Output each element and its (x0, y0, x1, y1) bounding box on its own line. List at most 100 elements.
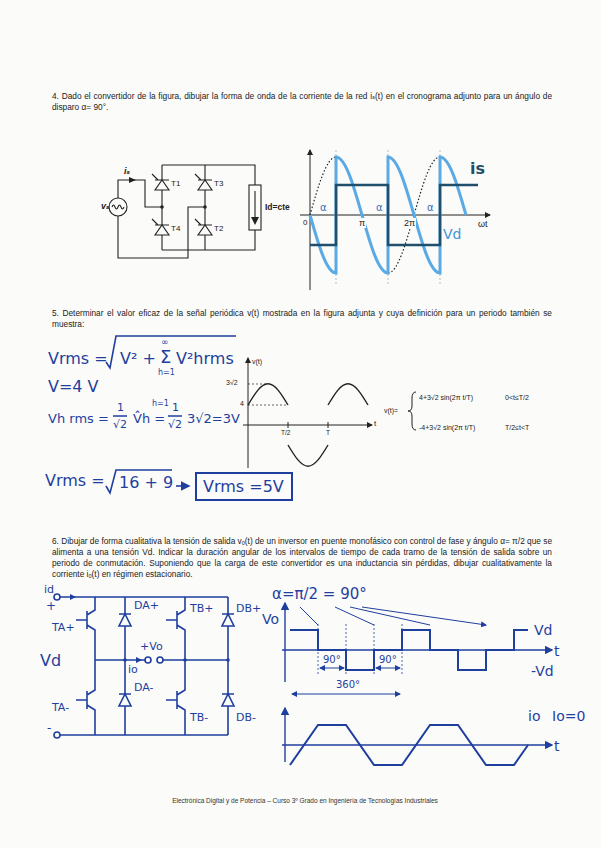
dimension-arrow (376, 668, 400, 669)
supply-terminal (54, 732, 60, 738)
current-arrowhead (251, 217, 259, 225)
diode-symbol (222, 614, 234, 626)
handwritten-math: V² + (120, 350, 156, 368)
diode-symbol (119, 694, 131, 706)
axis-label: io (528, 708, 540, 724)
output-terminal (157, 657, 163, 663)
junction-dot (226, 658, 230, 662)
inverter-marks (70, 594, 230, 663)
signal-name: Vd (40, 652, 61, 670)
ac-source-symbol (109, 198, 127, 216)
handwritten-math: Vrms = (45, 472, 105, 490)
axis-label: 0 (302, 218, 308, 227)
curve-label: is (470, 160, 485, 178)
angle-label: α (426, 202, 435, 214)
curve-label: Vd (443, 226, 461, 242)
signal-name: io (128, 664, 138, 677)
axis-line (243, 425, 372, 426)
axis-label: 3√2 (226, 379, 238, 387)
axis-label: Vo (262, 611, 279, 627)
thyristor-label: T2 (214, 224, 223, 233)
waveform-chart (300, 150, 490, 290)
current-arrowhead (136, 657, 142, 663)
radical-sign (106, 336, 236, 368)
handwritten-math: 16 + 9 (119, 474, 173, 492)
component-label: TA+ (52, 622, 75, 635)
component-label: TB- (190, 712, 208, 725)
dimension-label: 90° (323, 654, 341, 666)
axis-label: ωt (478, 219, 488, 229)
diode-symbol (222, 694, 234, 706)
thyristor-label: T4 (171, 224, 180, 233)
transistor-symbol (166, 597, 185, 735)
transistor-symbol (76, 597, 95, 735)
handwritten-math: 1 (117, 402, 124, 415)
junction-dot (203, 205, 207, 209)
component-label: DB- (236, 712, 256, 725)
axis-line (284, 603, 285, 682)
handwritten-math: 3√2=3V (187, 412, 240, 427)
angle-label: α (375, 202, 384, 214)
dimension-label: 90° (379, 654, 397, 666)
handwritten-math: V²hrms (176, 350, 234, 368)
handwritten-math: V̂h = (133, 412, 165, 427)
leader-arrow (300, 607, 486, 625)
dimension-label: 360° (336, 679, 360, 691)
current-source-arrow (254, 191, 255, 219)
line-current-curve (310, 185, 478, 245)
handwritten-math: √2 (113, 419, 127, 432)
diode-symbol (222, 597, 234, 735)
output-voltage-curve (290, 630, 528, 670)
current-label: iₛ (124, 166, 130, 176)
handwritten-math: V=4 V (48, 378, 99, 396)
axis-line (248, 358, 249, 468)
formula-text: 4+3√2 sin(2π t/T) (419, 394, 473, 402)
dimension-arrow (320, 668, 344, 669)
current-arrowhead (129, 177, 136, 183)
current-source-symbol (249, 185, 261, 230)
polarity-mark: - (47, 722, 51, 736)
answer-text: Vrms =5V (203, 477, 284, 496)
polarity-mark: + (46, 600, 56, 614)
current-source-label: Id=cte (265, 203, 290, 213)
angle-label: α (319, 202, 328, 214)
level-label: -Vd (531, 663, 554, 679)
handwritten-math: Vrms = (48, 350, 108, 368)
axis-line (300, 215, 490, 216)
source-label: vₛ (101, 201, 109, 211)
brace (408, 392, 416, 430)
handwritten-math: ∞ (161, 337, 169, 347)
diode-symbol (119, 614, 131, 626)
axis-label: t (554, 738, 560, 754)
axis-label: t (554, 643, 560, 659)
thyristor-symbol (198, 180, 212, 190)
component-label: DA- (134, 682, 154, 695)
handwritten-math: 1 (172, 402, 179, 415)
output-terminal (145, 657, 151, 663)
signal-name: id (44, 584, 54, 597)
axis-label: t (374, 419, 376, 428)
footer-text: Electrónica Digital y de Potencia – Curs… (135, 797, 475, 804)
circuit-marks (129, 177, 259, 225)
handwritten-note: α=π/2 = 90° (272, 586, 367, 603)
signal-graph (243, 358, 416, 468)
question-text: 6. Dibujar de forma cualitativa la tensi… (52, 536, 552, 580)
component-label: TB+ (190, 603, 213, 616)
handwritten-math: Σ (160, 347, 171, 368)
handwritten-math: √2 (168, 419, 182, 432)
axis-label: 2π (403, 218, 416, 228)
question-text: 5. Determinar el valor eficaz de la seña… (52, 308, 552, 330)
dimension-arrow (292, 694, 400, 695)
junction-dot (123, 658, 127, 662)
formula-text: -4+3√2 sin(2π t/T) (419, 424, 475, 432)
inverter-bridge (54, 594, 234, 738)
formula-text: T/2≤t<T (505, 424, 529, 432)
implies-arrow (176, 485, 189, 487)
answer-box: Vrms =5V (195, 472, 293, 501)
axis-tick (288, 422, 328, 428)
thyristor-label: T1 (171, 179, 180, 188)
handwritten-math: h=1 (158, 368, 175, 377)
handwritten-note: Io=0 (552, 708, 585, 724)
thyristor-symbol (155, 225, 169, 235)
